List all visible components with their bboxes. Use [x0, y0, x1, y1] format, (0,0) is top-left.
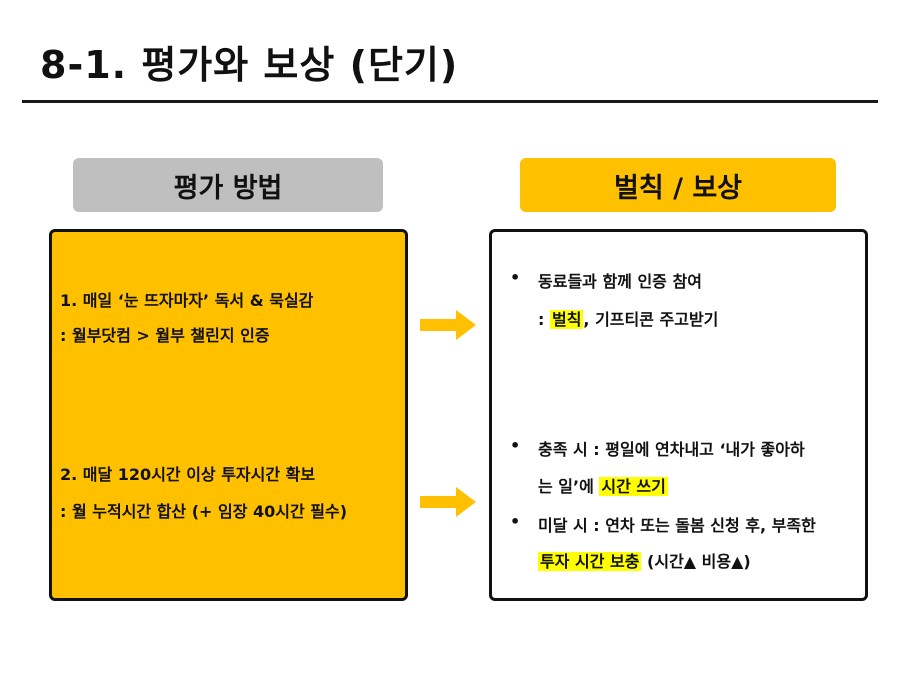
- evaluation-method-header: 평가 방법: [73, 158, 383, 212]
- evaluation-item-1-detail: : 월부닷컴 > 월부 챌린지 인증: [60, 326, 270, 345]
- reward-item-2-pre: 는 일’에: [538, 477, 600, 496]
- bullet-1: •: [510, 268, 521, 287]
- reward-item-1-rest: , 기프티콘 주고받기: [583, 310, 719, 329]
- reward-item-2-line2: 는 일’에 시간 쓰기: [538, 473, 668, 497]
- reward-item-3-line1: 미달 시 : 연차 또는 돌봄 신청 후, 부족한: [538, 516, 816, 535]
- reward-item-3-line2: 투자 시간 보충 (시간▲ 비용▲): [538, 548, 751, 572]
- reward-item-3-rest: (시간▲ 비용▲): [641, 552, 751, 571]
- evaluation-item-2-title: 2. 매달 120시간 이상 투자시간 확보: [60, 465, 316, 484]
- right-arrow-icon: [420, 310, 476, 340]
- highlight-invest-time: 투자 시간 보충: [538, 552, 642, 571]
- title-divider: [22, 100, 878, 103]
- evaluation-item-2-detail: : 월 누적시간 합산 (+ 임장 40시간 필수): [60, 502, 348, 521]
- penalty-reward-box: [489, 229, 868, 601]
- highlight-penalty: 벌칙: [549, 310, 584, 329]
- penalty-reward-header: 벌칙 / 보상: [520, 158, 836, 212]
- reward-item-1-colon: :: [538, 310, 550, 329]
- right-arrow-icon: [420, 487, 476, 517]
- reward-item-2-line1: 충족 시 : 평일에 연차내고 ‘내가 좋아하: [538, 440, 805, 459]
- bullet-3: •: [510, 512, 521, 531]
- bullet-2: •: [510, 436, 521, 455]
- evaluation-item-1-title: 1. 매일 ‘눈 뜨자마자’ 독서 & 묵실감: [60, 291, 314, 310]
- reward-item-1-detail: : 벌칙, 기프티콘 주고받기: [538, 306, 718, 330]
- page-title: 8-1. 평가와 보상 (단기): [40, 43, 459, 87]
- reward-item-1-title: 동료들과 함께 인증 참여: [538, 272, 702, 291]
- evaluation-method-box: [49, 229, 408, 601]
- highlight-use-time: 시간 쓰기: [599, 477, 668, 496]
